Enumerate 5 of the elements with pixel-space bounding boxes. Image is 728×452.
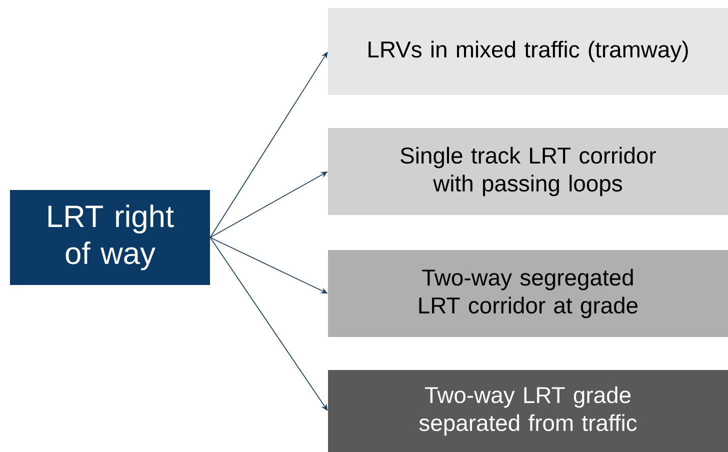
option-box: Two-way LRT grade separated from traffic xyxy=(328,370,728,452)
option-box: Two-way segregated LRT corridor at grade xyxy=(328,250,728,337)
option-box: LRVs in mixed traffic (tramway) xyxy=(328,8,728,95)
option-box: Single track LRT corridor with passing loops xyxy=(328,128,728,215)
category-box: LRT right of way xyxy=(10,190,210,285)
